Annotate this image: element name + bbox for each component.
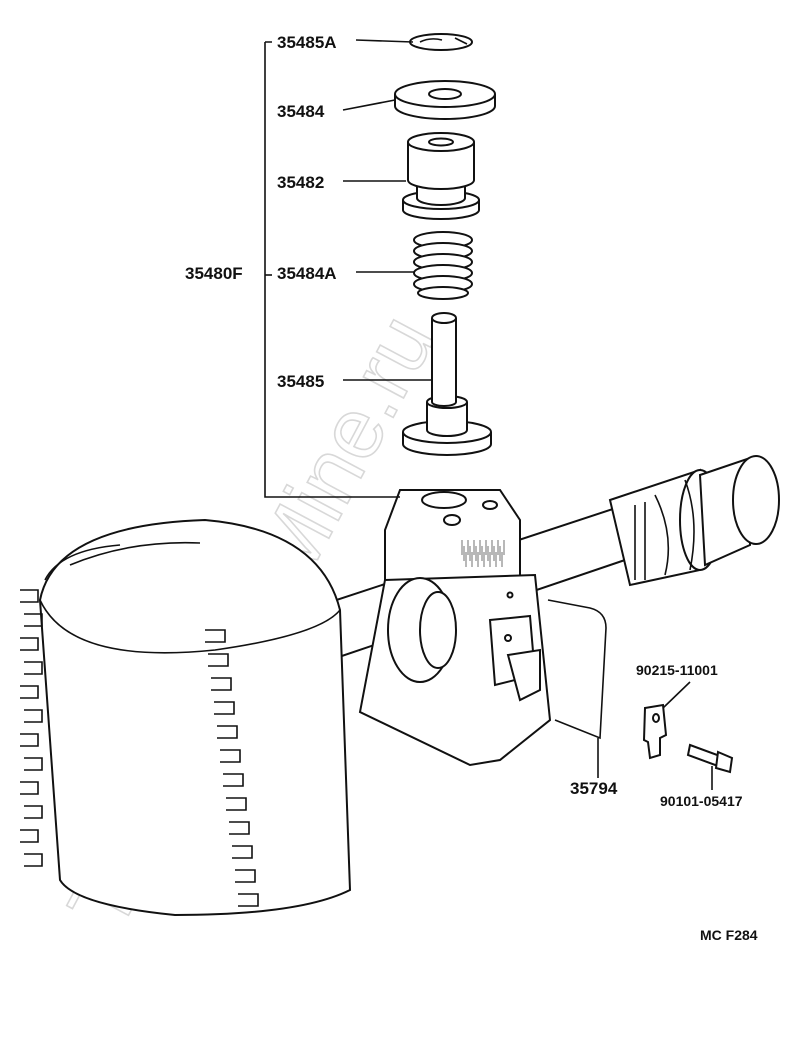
part-35484a-spring (413, 231, 473, 300)
drum-tooth (20, 733, 39, 747)
drum-tooth (24, 613, 43, 627)
drum-tooth (20, 637, 39, 651)
part-housing (358, 489, 552, 767)
part-35485a-clip (409, 33, 473, 51)
drum-tooth (220, 749, 241, 763)
drum-tooth (226, 797, 247, 811)
drum-tooth (24, 661, 43, 675)
drum-tooth (217, 725, 238, 739)
drum-tooth (238, 893, 259, 907)
drum-tooth (20, 781, 39, 795)
leader-lines (264, 39, 713, 790)
drum-tooth (24, 805, 43, 819)
part-90215-11001-plate (642, 703, 668, 760)
drum-tooth (235, 869, 256, 883)
label-35484: 35484 (277, 102, 325, 121)
drum-tooth (24, 709, 43, 723)
drum-tooth (208, 653, 229, 667)
drum-tooth (229, 821, 250, 835)
part-35482-retainer (402, 132, 480, 220)
drum-tooth (20, 829, 39, 843)
label-35485: 35485 (277, 372, 324, 391)
label-35794: 35794 (570, 779, 618, 798)
label-35484a: 35484A (277, 264, 337, 283)
drum-tooth (205, 629, 226, 643)
part-35794-wire (547, 599, 607, 740)
drum-tooth (214, 701, 235, 715)
drum-tooth (24, 757, 43, 771)
drum-tooth (223, 773, 244, 787)
label-35485a: 35485A (277, 33, 337, 52)
label-90101-05417: 90101-05417 (660, 793, 743, 809)
part-35484-washer (394, 80, 496, 120)
drum-tooth (211, 677, 232, 691)
label-35482: 35482 (277, 173, 324, 192)
part-90101-05417-bolt (686, 743, 734, 774)
drum-tooth (24, 853, 43, 867)
part-35485-plunger (402, 312, 492, 456)
drum-tooth (232, 845, 253, 859)
diagram-code: MC F284 (700, 927, 758, 943)
drum-tooth (20, 685, 39, 699)
label-35480f: 35480F (185, 264, 243, 283)
drum (20, 518, 352, 917)
label-90215-11001: 90215-11001 (636, 662, 718, 678)
drum-tooth (20, 589, 39, 603)
